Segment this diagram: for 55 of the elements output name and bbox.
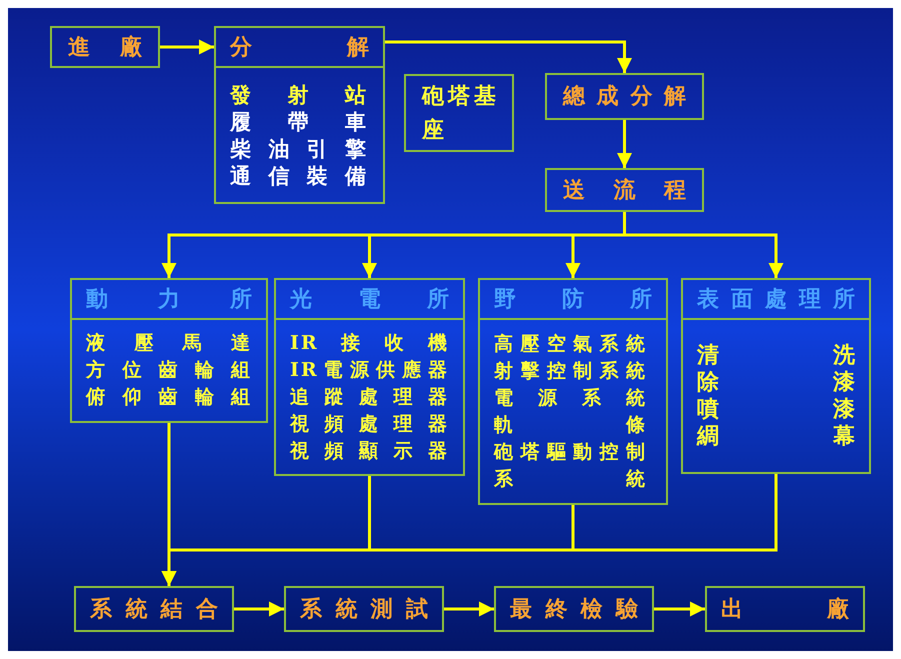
list-item: 發射站 — [230, 81, 369, 108]
list-item: 砲塔驅動控制系統 — [494, 440, 652, 492]
box-title: 野防所 — [494, 284, 652, 314]
arrow — [162, 474, 778, 586]
list-item: 柴油引擎 — [230, 135, 369, 162]
list-item: 高壓空氣系統 — [494, 332, 652, 356]
box-title: 砲塔基座 — [422, 82, 496, 145]
list-item: IR接收機 — [290, 330, 449, 356]
department-box — [478, 278, 668, 505]
process-box — [284, 586, 444, 632]
arrow — [654, 602, 705, 616]
process-box — [494, 586, 654, 632]
box-title: 出廠 — [721, 594, 849, 624]
box-title: 光電所 — [290, 284, 449, 314]
department-box — [214, 26, 385, 204]
box-title: 最終檢驗 — [510, 594, 638, 624]
department-box — [274, 278, 465, 476]
box-title: 動力所 — [86, 284, 252, 314]
list-item: 視頻顯示器 — [290, 438, 449, 464]
process-box — [50, 26, 160, 68]
list-item: 液壓馬達 — [86, 331, 252, 356]
arrow — [234, 602, 284, 616]
list-item: 方位齒輪組 — [86, 358, 252, 383]
list-item: 綢幕 — [697, 423, 855, 450]
process-box — [705, 586, 865, 632]
list-item: 除漆 — [697, 369, 855, 396]
box-title: 送流程 — [563, 176, 686, 204]
box-title: 系統測試 — [300, 594, 428, 624]
list-item: 噴漆 — [697, 396, 855, 423]
box-title: 系統結合 — [90, 594, 218, 624]
arrow — [617, 120, 632, 168]
box-title: 分解 — [230, 32, 369, 62]
department-box — [70, 278, 268, 423]
arrow — [623, 212, 784, 278]
list-item: 通信裝備 — [230, 162, 369, 189]
box-title: 總成分解 — [563, 82, 686, 111]
process-box — [545, 73, 704, 120]
list-item: 履帶車 — [230, 108, 369, 135]
box-title: 進廠 — [68, 32, 142, 62]
arrow — [160, 40, 214, 54]
list-item: 追蹤處理器 — [290, 384, 449, 410]
list-item: 電源系統 — [494, 386, 652, 410]
list-item: 軌條 — [494, 412, 652, 438]
box-title: 表面處理所 — [697, 284, 855, 314]
arrow — [385, 40, 632, 73]
list-item: 清洗 — [697, 342, 855, 369]
list-item: 俯仰齒輪組 — [86, 385, 252, 410]
list-item: IR電源供應器 — [290, 358, 449, 382]
process-box — [404, 74, 514, 152]
department-box — [681, 278, 871, 474]
list-item: 視頻處理器 — [290, 412, 449, 436]
arrow — [444, 602, 494, 616]
process-box — [74, 586, 234, 632]
process-box — [545, 168, 704, 212]
list-item: 射擊控制系統 — [494, 358, 652, 384]
